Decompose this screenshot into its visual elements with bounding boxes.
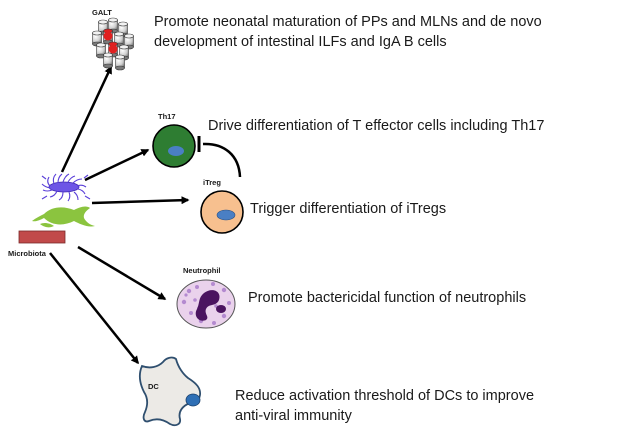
dc-label: DC (148, 382, 159, 391)
arrow-to-th17 (84, 148, 150, 182)
th17-label: Th17 (158, 112, 176, 121)
itreg-effect: Trigger differentiation of iTregs (250, 201, 447, 217)
dendritic-cell-icon (138, 356, 201, 427)
neutrophil-label: Neutrophil (183, 266, 221, 275)
itreg-cell-icon (200, 190, 244, 234)
galt-icon (92, 17, 134, 71)
itreg-label: iTreg (203, 178, 221, 187)
th17-effect: Drive differentiation of T effector cell… (208, 118, 545, 134)
neutrophil-icon (176, 279, 236, 329)
galt-effect-line-1: Promote neonatal maturation of PPs and M… (154, 14, 542, 30)
purple-bacteria-icon (41, 173, 91, 202)
th17-cell-icon (152, 124, 196, 168)
arrows (49, 65, 242, 365)
galt-label: GALT (92, 8, 112, 17)
microbiota-icon (18, 173, 95, 244)
arrow-to-galt (60, 65, 113, 173)
galt-effect-line-2: development of intestinal ILFs and IgA B… (154, 34, 447, 50)
neutrophil-effect: Promote bactericidal function of neutrop… (248, 290, 527, 306)
arrow-to-neutrophil (77, 245, 167, 301)
inhibition-itreg-to-th17 (202, 142, 242, 178)
red-bacterium-icon (18, 230, 66, 244)
arrow-to-itreg (91, 196, 190, 205)
microbiota-label: Microbiota (8, 249, 46, 258)
dc-effect-line-1: Reduce activation threshold of DCs to im… (235, 388, 535, 404)
arrow-to-dc (49, 252, 139, 365)
dc-effect-line-2: anti-viral immunity (235, 408, 352, 424)
green-bacterium-icon (32, 206, 95, 228)
